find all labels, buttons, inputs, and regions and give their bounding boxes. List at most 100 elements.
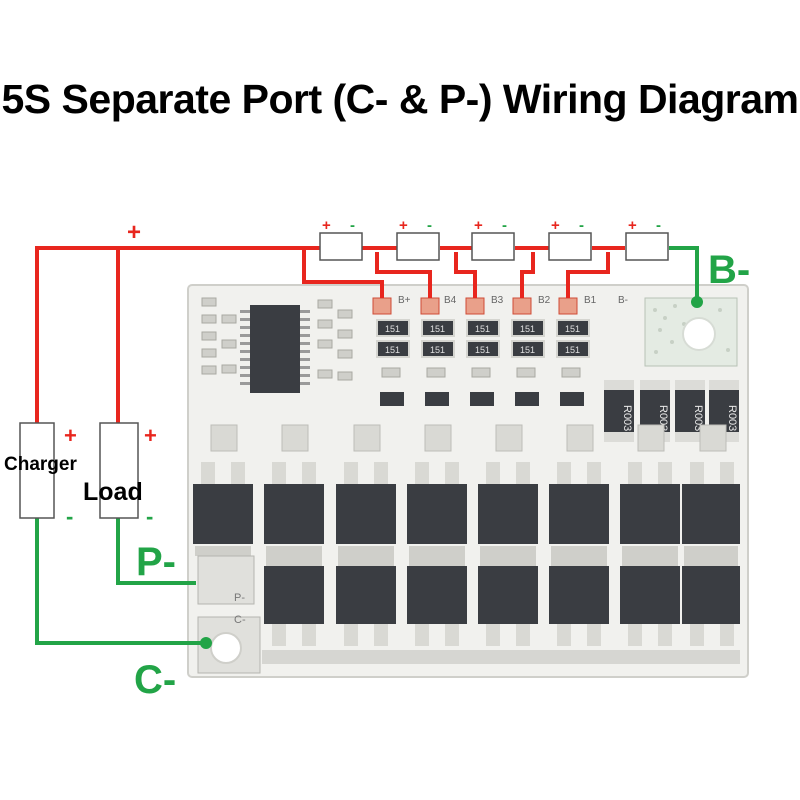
ic-code: 151 (475, 324, 490, 334)
mosfet-tab (374, 624, 388, 646)
mosfet-array (193, 424, 740, 646)
battery-cells: +-+-+-+-+- (319, 217, 669, 261)
load-minus: - (146, 504, 153, 529)
mosfet-drain (684, 546, 738, 556)
mosfet (682, 484, 740, 544)
diode-pad (699, 424, 727, 452)
diode-pad (424, 424, 452, 452)
battery-cell (319, 232, 363, 261)
cell-ic (558, 321, 588, 335)
ic-code: 151 (430, 345, 445, 355)
cell-plus: + (628, 217, 637, 234)
ic-code: 151 (475, 345, 490, 355)
cell-plus: + (322, 217, 331, 234)
cell-ic (513, 321, 543, 335)
mosfet-drain (338, 556, 394, 566)
load-box (99, 422, 139, 519)
mosfet (407, 566, 467, 624)
mosfet-drain (684, 556, 738, 566)
mosfet-tab (587, 624, 601, 646)
tap-label: B+ (398, 295, 411, 306)
mosfet-tab (720, 462, 734, 484)
balance-pad (558, 297, 578, 315)
resistor-cap (640, 380, 670, 390)
mosfet-drain (551, 546, 607, 556)
small-transistor (560, 392, 584, 406)
mosfet-tab (374, 462, 388, 484)
mosfet-drain (266, 556, 322, 566)
sense-resistor (604, 380, 634, 442)
mosfet-drain (409, 556, 465, 566)
mosfet (549, 484, 609, 544)
mosfet (193, 484, 253, 544)
main-plus: + (127, 219, 141, 246)
battery-cell (471, 232, 515, 261)
mosfet-tab (690, 624, 704, 646)
battery-cell (396, 232, 440, 261)
diode-pad (353, 424, 381, 452)
mosfet-tab (415, 624, 429, 646)
load-label: Load (83, 478, 143, 506)
cell-ic (468, 342, 498, 356)
ic-code: 151 (520, 324, 535, 334)
small-transistor (425, 392, 449, 406)
mosfet (682, 566, 740, 624)
ic-code: 151 (565, 345, 580, 355)
mosfet-drain (480, 546, 536, 556)
mosfet-tab (415, 462, 429, 484)
cell-minus: - (502, 217, 507, 234)
cell-minus: - (427, 217, 432, 234)
p-minus-label: P- (136, 540, 176, 584)
balance-pad (372, 297, 392, 315)
charger-minus: - (66, 504, 73, 529)
resistor-cap (675, 380, 705, 390)
diode-pad (210, 424, 238, 452)
cell-minus: - (350, 217, 355, 234)
cell-ic (558, 342, 588, 356)
smd-part (381, 367, 401, 378)
b-minus-junction (691, 296, 703, 308)
tap-label: B- (618, 295, 628, 306)
resistor-cap (675, 432, 705, 442)
c-pad-label: C- (234, 614, 246, 626)
mosfet-tab (628, 624, 642, 646)
negative-wiring (35, 246, 699, 645)
tap-label: B4 (444, 295, 457, 306)
mosfet-tab (302, 462, 316, 484)
mosfet-tab (720, 624, 734, 646)
balance-pad (420, 297, 440, 315)
mosfet-tab (516, 462, 530, 484)
resistor-code: R003 (621, 405, 633, 431)
cell-minus: - (579, 217, 584, 234)
mosfet-tab (690, 462, 704, 484)
mosfet-drain (195, 546, 251, 556)
small-transistor (515, 392, 539, 406)
mosfet (264, 566, 324, 624)
mosfet-tab (658, 462, 672, 484)
diode-pad (495, 424, 523, 452)
cell-plus: + (551, 217, 560, 234)
smd-part (516, 367, 536, 378)
smd-part (426, 367, 446, 378)
mosfet (336, 566, 396, 624)
cell-ic (378, 342, 408, 356)
mosfet-drain (338, 546, 394, 556)
balance-pad (465, 297, 485, 315)
mosfet (336, 484, 396, 544)
resistor-cap (709, 380, 739, 390)
cell-ic (513, 342, 543, 356)
mosfet-tab (201, 462, 215, 484)
ic-code: 151 (565, 324, 580, 334)
mosfet (549, 566, 609, 624)
diode-pad (566, 424, 594, 452)
mosfet-drain (480, 556, 536, 566)
charger-plus: + (64, 423, 77, 448)
resistor-cap (604, 380, 634, 390)
tap-label: B2 (538, 295, 551, 306)
mosfet-tab (272, 624, 286, 646)
mosfet (620, 566, 680, 624)
mosfet-tab (272, 462, 286, 484)
sense-resistor (675, 380, 705, 442)
mosfet-drain (551, 556, 607, 566)
